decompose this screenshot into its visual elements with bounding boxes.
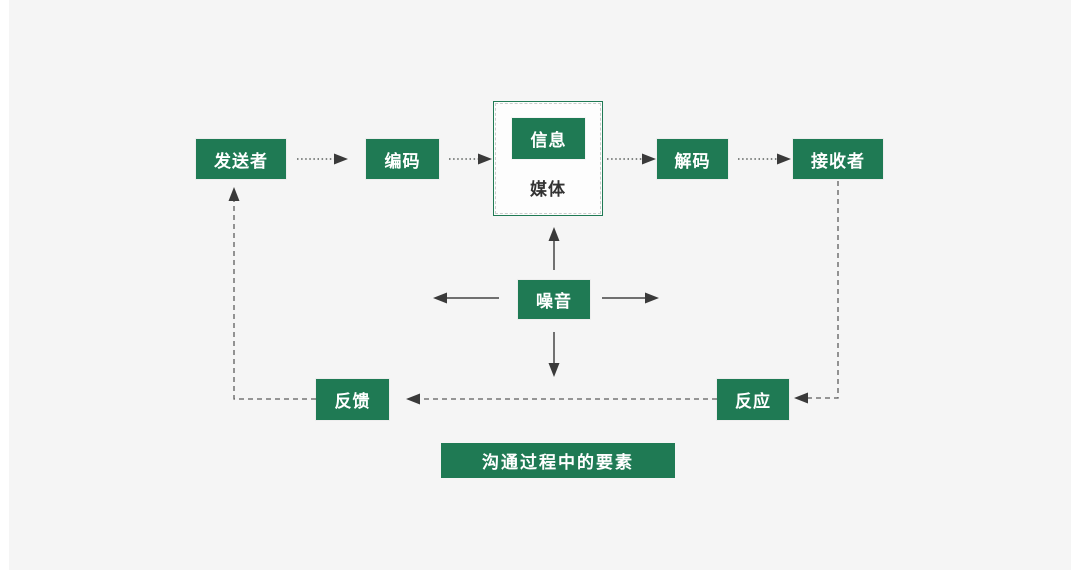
- arrow-noise-left: [433, 292, 499, 304]
- right-margin-strip: [1071, 0, 1080, 570]
- arrow-encode-to-media: [449, 153, 492, 165]
- node-response: 反应: [717, 379, 789, 420]
- node-encode: 编码: [366, 139, 439, 179]
- arrow-response-to-feedback: [406, 393, 717, 405]
- node-message: 信息: [512, 118, 585, 159]
- arrow-sender-to-encode: [297, 153, 348, 165]
- diagram-title: 沟通过程中的要素: [441, 443, 675, 478]
- arrow-noise-down: [548, 332, 560, 377]
- arrow-noise-up: [548, 227, 560, 270]
- node-noise: 噪音: [518, 280, 590, 319]
- media-label: 媒体: [530, 180, 566, 199]
- left-margin-strip: [0, 0, 9, 570]
- arrow-receiver-to-response: [794, 181, 839, 404]
- arrow-feedback-to-sender: [228, 187, 316, 400]
- arrow-noise-right: [602, 292, 659, 304]
- node-decode: 解码: [657, 139, 728, 179]
- arrow-media-to-decode: [607, 153, 656, 165]
- node-feedback: 反馈: [316, 379, 389, 420]
- arrow-decode-to-receiver: [738, 153, 791, 165]
- node-sender: 发送者: [196, 139, 286, 179]
- node-receiver: 接收者: [793, 139, 883, 179]
